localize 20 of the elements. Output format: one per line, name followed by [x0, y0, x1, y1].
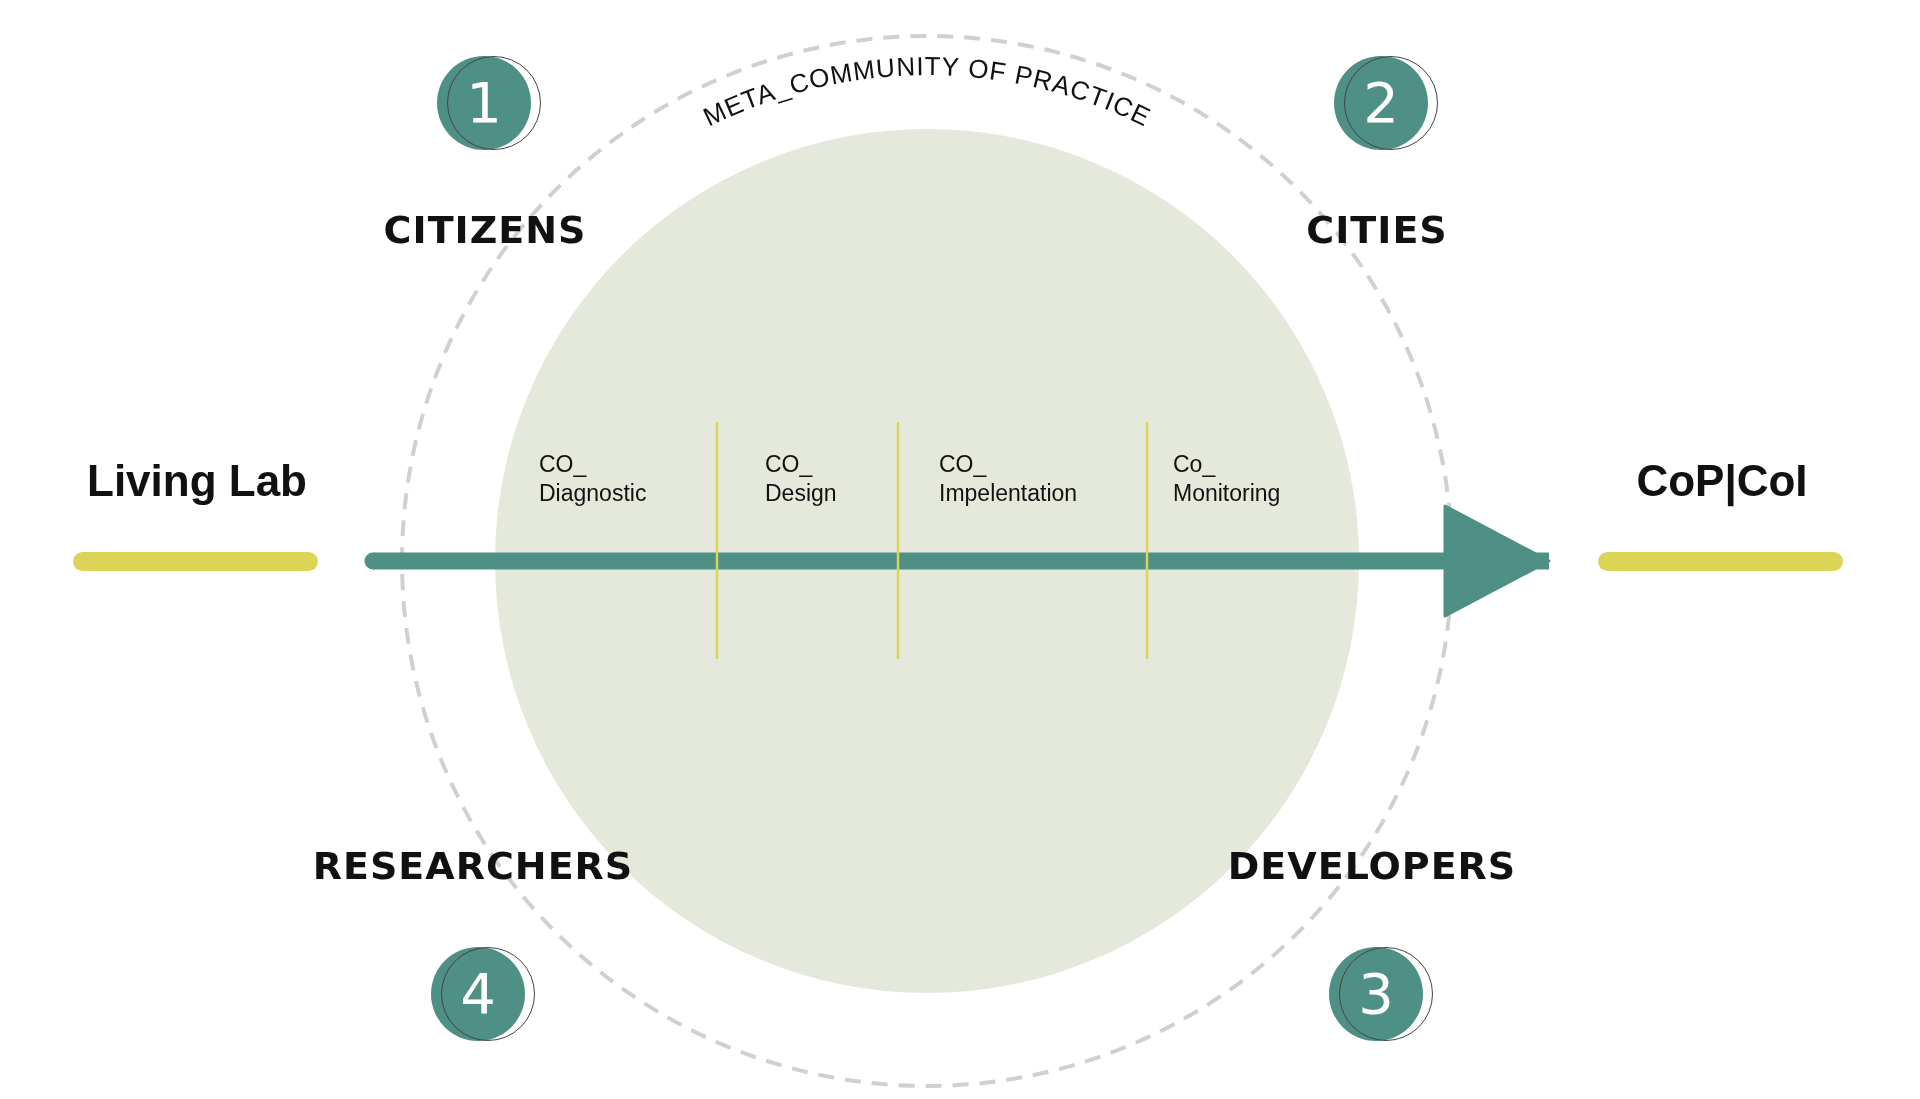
number-badge — [431, 946, 537, 1042]
group-heading: DEVELOPERS — [1227, 844, 1517, 888]
phase-label: CO_ Design — [765, 450, 837, 508]
phase-label: CO_ Diagnostic — [539, 450, 647, 508]
group-heading: CITIES — [1306, 208, 1448, 252]
phase-label: Co_ Monitoring — [1173, 450, 1281, 508]
badge-number: 2 — [1363, 75, 1399, 131]
group-heading: CITIZENS — [383, 208, 587, 252]
badge-number: 1 — [466, 75, 502, 131]
underline-bar — [73, 552, 318, 571]
endpoint-title: Living Lab — [87, 454, 307, 507]
phase-label: CO_ Impelentation — [939, 450, 1078, 508]
group-heading: RESEARCHERS — [312, 844, 634, 888]
underline-bar — [1598, 552, 1843, 571]
number-badge — [437, 55, 543, 151]
number-badge — [1334, 55, 1440, 151]
badge-number: 4 — [460, 966, 496, 1022]
badge-number: 3 — [1358, 966, 1394, 1022]
endpoint-title: CoP|CoI — [1636, 454, 1808, 508]
number-badge — [1329, 946, 1435, 1042]
